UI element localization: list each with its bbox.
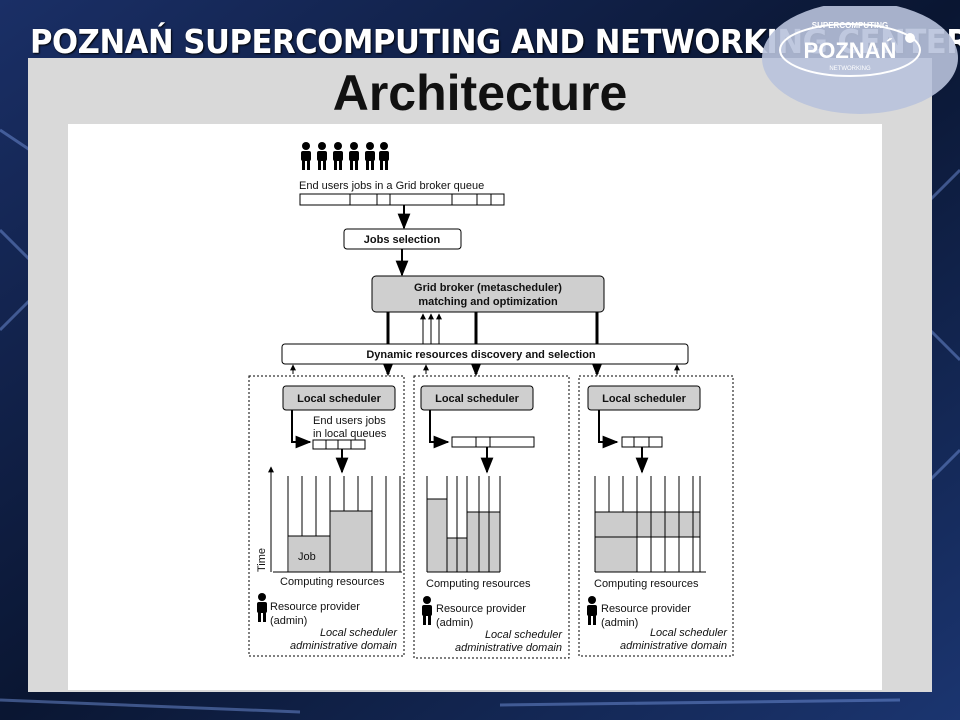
local-scheduler-label-2: Local scheduler [435, 393, 519, 405]
slide-title: Architecture [332, 65, 628, 121]
domain-line1-2: Local scheduler [485, 629, 563, 641]
local-scheduler-label-3: Local scheduler [602, 393, 686, 405]
user-icon [349, 142, 359, 170]
discovery-label: Dynamic resources discovery and selectio… [366, 349, 596, 361]
computing-resources-label-3: Computing resources [594, 578, 699, 590]
resource-columns-1 [273, 476, 402, 573]
admin-icon [422, 596, 432, 625]
domain-line2-2: administrative domain [455, 642, 562, 654]
admin-icon [257, 593, 267, 622]
grid-broker-line1: Grid broker (metascheduler) [414, 282, 562, 294]
local-scheduler-box-1 [282, 385, 396, 411]
provider-line2-1: (admin) [270, 615, 307, 627]
logo-sub-text: NETWORKING [829, 66, 871, 72]
user-icon [365, 142, 375, 170]
provider-line2-2: (admin) [436, 617, 473, 629]
admin-icon [587, 596, 597, 625]
domain-1: Local scheduler End users jobs in local … [248, 375, 405, 657]
domain-line2-1: administrative domain [290, 640, 397, 652]
local-scheduler-box-3 [587, 385, 701, 411]
globe-icon [905, 33, 915, 43]
computing-resources-label-2: Computing resources [426, 578, 531, 590]
provider-line1-3: Resource provider [601, 603, 691, 615]
grid-queue-label: End users jobs in a Grid broker queue [299, 180, 484, 192]
grid-broker-line2: matching and optimization [418, 296, 558, 308]
resource-columns-2 [426, 476, 501, 573]
logo-arc-text: SUPERCOMPUTING [812, 21, 888, 30]
user-icons [301, 142, 389, 170]
domain-line2-3: administrative domain [620, 640, 727, 652]
job-label: Job [298, 551, 316, 563]
user-icon [379, 142, 389, 170]
provider-line1-2: Resource provider [436, 603, 526, 615]
grid-broker-queue [299, 193, 505, 206]
user-icon [301, 142, 311, 170]
local-scheduler-box-2 [420, 385, 534, 411]
logo-main-text: POZNAŃ [804, 38, 897, 63]
user-icon [317, 142, 327, 170]
computing-resources-label-1: Computing resources [280, 576, 385, 588]
domain-line1-1: Local scheduler [320, 627, 398, 639]
domain-3: Local scheduler Computing resources Reso… [578, 375, 734, 657]
user-icon [333, 142, 343, 170]
grid-broker-box [371, 275, 605, 313]
provider-line2-3: (admin) [601, 617, 638, 629]
discovery-bar [281, 343, 689, 365]
local-scheduler-label-1: Local scheduler [297, 393, 381, 405]
time-label: Time [256, 548, 268, 572]
local-queue-line1: End users jobs [313, 415, 386, 427]
domain-line1-3: Local scheduler [650, 627, 728, 639]
architecture-figure: End users jobs in a Grid broker queue Jo… [68, 124, 882, 690]
jobs-selection-label: Jobs selection [364, 234, 441, 246]
local-queue-line2: in local queues [313, 428, 387, 440]
provider-line1-1: Resource provider [270, 601, 360, 613]
psnc-logo: SUPERCOMPUTING POZNAŃ NETWORKING [762, 6, 958, 114]
resource-columns-3 [594, 476, 706, 573]
domain-2: Local scheduler Computing resources Reso… [413, 375, 570, 659]
